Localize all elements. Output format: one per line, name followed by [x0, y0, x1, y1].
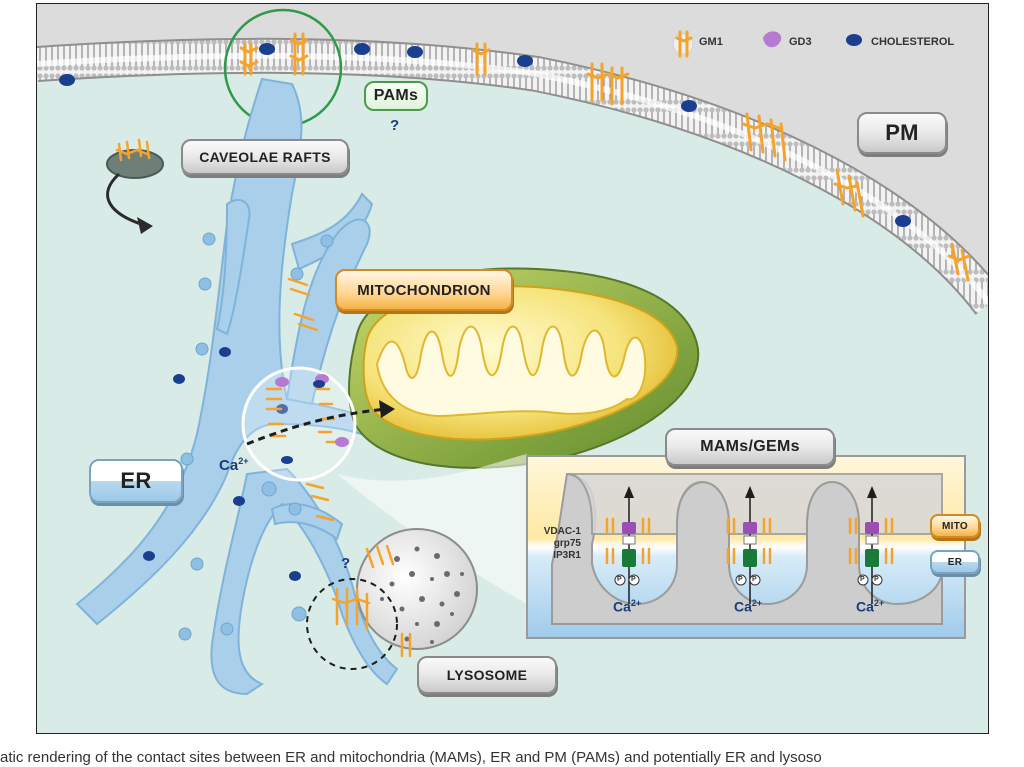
pams-label: PAMs [364, 81, 428, 111]
inset-mito-label: MITO [930, 514, 980, 538]
er-label: ER [89, 459, 183, 503]
extracellular-space [37, 4, 988, 302]
zoom-beam [337, 454, 527, 604]
legend-gd3-icon [763, 31, 782, 48]
figure-caption: atic rendering of the contact sites betw… [0, 749, 822, 766]
mams-gems-label: MAMs/GEMs [665, 428, 835, 466]
legend-cholesterol-icon [846, 34, 862, 46]
phospho-label-3b: P [874, 576, 879, 583]
inset-er-text: ER [947, 556, 963, 568]
inset-ca-2-text: Ca [734, 598, 752, 615]
mitochondrion-label: MITOCHONDRION [335, 269, 513, 311]
figure-panel: GM1 GD3 CHOLESTEROL PAMs ? PM CAVEOLAE R… [36, 3, 989, 734]
phospho-label-1a: P [617, 576, 622, 583]
phospho-label-1b: P [631, 576, 636, 583]
lysosome-question-mark: ? [341, 555, 351, 572]
inset-ca-3-sup: 2+ [873, 598, 885, 608]
phospho-label-2a: P [738, 576, 743, 583]
phospho-label-2b: P [752, 576, 757, 583]
inset-mito-text: MITO [941, 520, 968, 532]
lysosome-organelle [356, 528, 478, 650]
legend-cholesterol-label: CHOLESTEROL [871, 36, 955, 48]
pm-label-text: PM [885, 120, 919, 145]
ca-transfer-arrow [246, 407, 388, 446]
inset-protein-labels: VDAC-1 grp75 IP3R1 [535, 526, 581, 562]
mams-inset-panel [526, 455, 966, 639]
grp75-label: grp75 [553, 538, 581, 549]
phospho-label-3a: P [860, 576, 865, 583]
lysosome-label-text: LYSOSOME [446, 667, 528, 683]
er-ribosomes [178, 232, 334, 641]
ca-main-text: Ca [219, 457, 239, 474]
mitochondrion-organelle [348, 267, 700, 469]
mams-gems-label-text: MAMs/GEMs [700, 438, 800, 455]
pm-cholesterol-group [59, 43, 911, 227]
pm-label: PM [857, 112, 947, 154]
pams-label-text: PAMs [373, 87, 419, 104]
inset-ca-1-sup: 2+ [630, 598, 642, 608]
inset-ca-2: Ca2+ [734, 598, 762, 615]
lysosome-contact-circle [306, 578, 398, 670]
vdac1-label: VDAC-1 [543, 526, 581, 537]
ip3r1-label: IP3R1 [553, 550, 581, 561]
caveolae-raft [106, 138, 164, 179]
legend-gm1-label: GM1 [699, 36, 723, 48]
caveolae-rafts-label-text: CAVEOLAE RAFTS [199, 149, 331, 165]
ca-main-label: Ca2+ [219, 456, 248, 474]
mitochondrion-label-text: MITOCHONDRION [357, 281, 491, 299]
mams-contact-circle [241, 366, 357, 482]
legend-gm1-icon [672, 30, 694, 58]
inset-ca-3: Ca2+ [856, 598, 884, 615]
inset-er-label: ER [930, 550, 980, 574]
caveolae-rafts-label: CAVEOLAE RAFTS [181, 139, 349, 175]
pams-question-mark: ? [390, 117, 400, 134]
lysosome-gm1 [331, 544, 412, 658]
pm-gm1-clusters [239, 32, 971, 282]
mam-gd3-group [275, 374, 349, 464]
caveolae-arrow [106, 172, 148, 228]
lysosome-label: LYSOSOME [417, 656, 557, 694]
legend-gd3-label: GD3 [789, 36, 812, 48]
inset-ca-3-text: Ca [856, 598, 874, 615]
inset-ca-2-sup: 2+ [751, 598, 763, 608]
inset-ca-1-text: Ca [613, 598, 631, 615]
ca-main-sup: 2+ [238, 456, 249, 466]
er-label-text: ER [120, 468, 152, 493]
inset-ca-1: Ca2+ [613, 598, 641, 615]
diagram-canvas [37, 4, 988, 696]
